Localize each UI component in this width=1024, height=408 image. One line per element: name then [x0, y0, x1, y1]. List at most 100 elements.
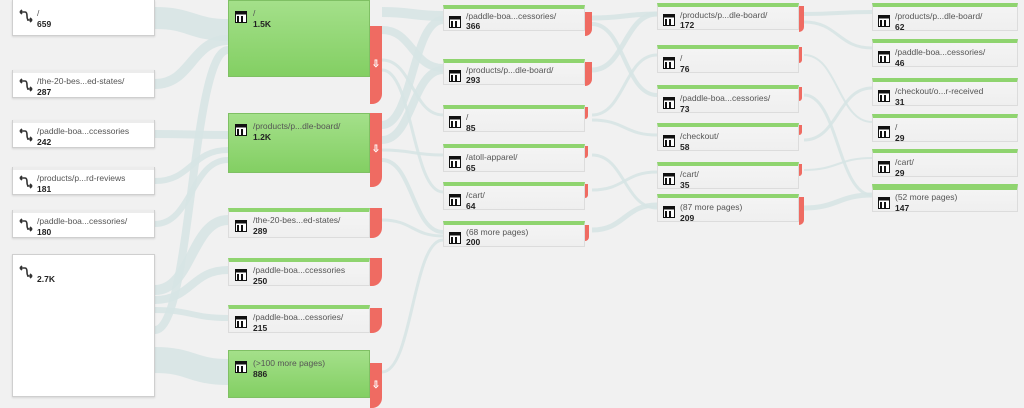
page-node[interactable]: /products/p...dle-board/ 172 — [657, 3, 799, 30]
page-sessions: 31 — [895, 97, 905, 107]
flow-link — [803, 157, 873, 171]
dropoff-bar[interactable] — [585, 62, 592, 86]
landing-node[interactable]: 2.7K — [12, 254, 155, 397]
page-sessions: 366 — [466, 21, 481, 31]
dropoff-bar[interactable] — [799, 6, 804, 32]
page-label: / — [253, 8, 256, 18]
flow-link — [154, 347, 229, 385]
dropoff-bar[interactable] — [799, 47, 802, 63]
page-sessions: 85 — [466, 123, 476, 133]
landing-node[interactable]: /paddle-boa...cessories/ 180 — [12, 210, 155, 238]
dropoff-bar[interactable] — [370, 258, 382, 286]
page-node[interactable]: (>100 more pages) 886 — [228, 350, 370, 398]
page-node[interactable]: /paddle-boa...cessories/ 46 — [872, 39, 1018, 68]
flow-link — [591, 202, 658, 233]
dropoff-arrow-icon: ⇩ — [371, 59, 381, 70]
dropoff-bar[interactable] — [370, 308, 382, 333]
page-node[interactable]: /products/p...dle-board/ 293 — [443, 59, 585, 85]
page-label: /products/p...dle-board/ — [680, 10, 768, 20]
page-sessions: 76 — [680, 64, 690, 74]
page-sessions: 209 — [680, 213, 695, 223]
page-node[interactable]: / 1.5K — [228, 0, 370, 77]
page-node[interactable]: /cart/ 29 — [872, 149, 1018, 178]
page-node[interactable]: /checkout/o...r-received 31 — [872, 78, 1018, 107]
flow-link — [803, 10, 873, 16]
page-node[interactable]: /paddle-boa...cessories/ 366 — [443, 5, 585, 31]
landing-node[interactable]: /the-20-bes...ed-states/ 287 — [12, 70, 155, 98]
page-node[interactable]: (52 more pages) 147 — [872, 184, 1018, 213]
landing-page-sessions: 181 — [37, 184, 52, 194]
dropoff-bar[interactable] — [370, 208, 382, 238]
landing-page-label: /paddle-boa...cessories/ — [37, 216, 128, 226]
dropoff-bar[interactable] — [799, 197, 804, 225]
page-icon — [663, 135, 675, 147]
dropoff-bar[interactable] — [585, 12, 592, 36]
page-icon — [663, 173, 675, 185]
flow-link — [591, 22, 658, 97]
page-node[interactable]: /paddle-boa...cessories/ 215 — [228, 305, 370, 333]
page-node[interactable]: /the-20-bes...ed-states/ 289 — [228, 208, 370, 238]
page-sessions: 73 — [680, 104, 690, 114]
page-node[interactable]: /paddle-boa...ccessories 250 — [228, 258, 370, 286]
landing-node[interactable]: / 659 — [12, 0, 155, 36]
page-sessions: 250 — [253, 276, 268, 286]
page-icon — [663, 57, 675, 69]
page-sessions: 200 — [466, 237, 481, 247]
dropoff-bar[interactable] — [799, 87, 802, 101]
page-icon — [235, 124, 247, 136]
page-label: / — [466, 112, 469, 122]
flow-link — [381, 66, 444, 144]
dropoff-bar[interactable] — [799, 164, 802, 176]
flow-link — [381, 158, 444, 234]
dropoff-bar[interactable] — [799, 125, 802, 135]
dropoff-bar[interactable] — [585, 225, 589, 241]
page-icon — [878, 126, 890, 138]
dropoff-bar[interactable] — [585, 146, 588, 158]
page-icon — [449, 232, 461, 244]
page-node[interactable]: /products/p...dle-board/ 62 — [872, 3, 1018, 32]
page-icon — [235, 361, 247, 373]
page-node[interactable]: / 76 — [657, 45, 799, 74]
landing-page-sessions: 242 — [37, 137, 52, 147]
flow-link — [381, 238, 444, 374]
flow-link — [381, 148, 444, 157]
dropoff-bar[interactable]: ⇩ — [370, 113, 382, 187]
landing-page-sessions: 180 — [37, 227, 52, 237]
page-label: (>100 more pages) — [253, 358, 326, 368]
page-icon — [663, 206, 675, 218]
page-node[interactable]: /atoll-apparel/ 65 — [443, 144, 585, 173]
page-node[interactable]: /products/p...dle-board/ 1.2K — [228, 113, 370, 173]
page-label: /products/p...dle-board/ — [895, 11, 983, 21]
page-node[interactable]: /checkout/ 58 — [657, 123, 799, 152]
page-node[interactable]: /paddle-boa...cessories/ 73 — [657, 85, 799, 114]
page-node[interactable]: / 85 — [443, 105, 585, 133]
page-sessions: 58 — [680, 142, 690, 152]
page-node[interactable]: /cart/ 64 — [443, 182, 585, 211]
entrance-arrow-icon — [19, 218, 33, 232]
page-node[interactable]: (87 more pages) 209 — [657, 194, 799, 223]
page-icon — [449, 116, 461, 128]
dropoff-arrow-icon: ⇩ — [371, 379, 381, 391]
landing-node[interactable]: /products/p...rd-reviews 181 — [12, 167, 155, 195]
flow-link — [154, 7, 229, 41]
landing-page-label: /products/p...rd-reviews — [37, 173, 126, 183]
page-node[interactable]: /cart/ 35 — [657, 162, 799, 190]
page-sessions: 293 — [466, 75, 481, 85]
dropoff-bar[interactable] — [585, 107, 588, 119]
flow-link — [803, 93, 873, 197]
page-sessions: 29 — [895, 133, 905, 143]
dropoff-bar[interactable]: ⇩ — [370, 26, 382, 104]
landing-node[interactable]: /paddle-boa...ccessories 242 — [12, 120, 155, 148]
page-sessions: 1.5K — [253, 19, 271, 29]
page-label: /paddle-boa...cessories/ — [466, 11, 557, 21]
page-sessions: 46 — [895, 58, 905, 68]
page-icon — [878, 197, 890, 209]
dropoff-bar[interactable] — [585, 184, 588, 198]
page-label: (68 more pages) — [466, 227, 529, 237]
flow-link — [803, 192, 873, 211]
page-node[interactable]: (68 more pages) 200 — [443, 221, 585, 247]
page-sessions: 172 — [680, 20, 695, 30]
page-node[interactable]: / 29 — [872, 114, 1018, 143]
dropoff-bar[interactable]: ⇩ — [370, 363, 382, 408]
